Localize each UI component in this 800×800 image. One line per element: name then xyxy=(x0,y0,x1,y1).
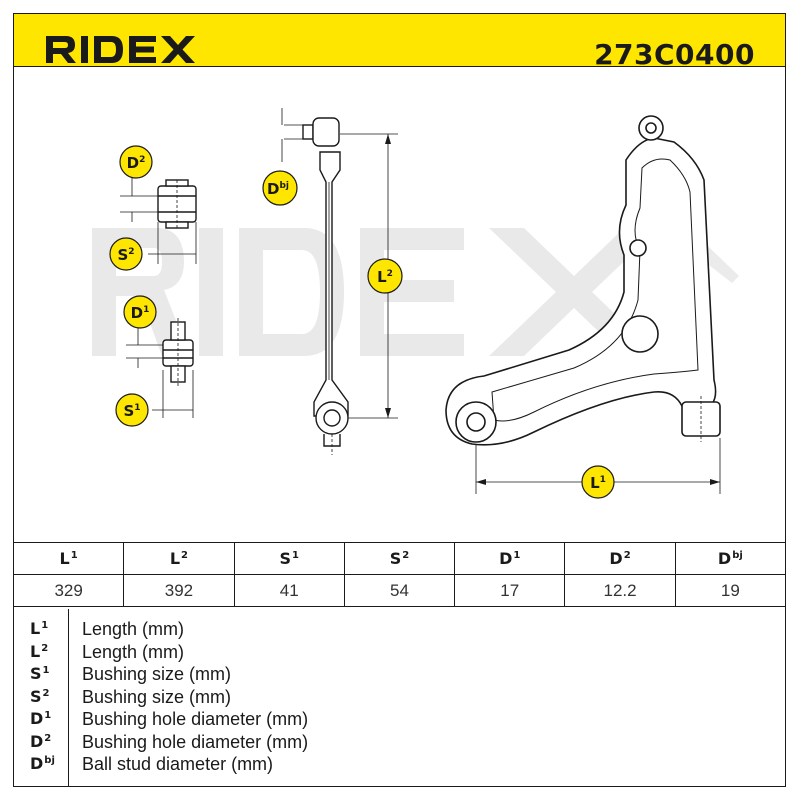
label-d2: D2 xyxy=(119,145,153,179)
part-number: 273C0400 xyxy=(594,38,755,71)
bushing-1-drawing xyxy=(126,318,194,418)
label-d1: D1 xyxy=(123,295,157,329)
label-s1: S1 xyxy=(115,393,149,427)
control-arm-drawing xyxy=(445,115,721,494)
legend-row: D2 Bushing hole diameter (mm) xyxy=(13,732,786,754)
legend-symbol: L1 xyxy=(30,619,49,638)
legend: L1 Length (mm) L2 Length (mm) S1 Bushing… xyxy=(13,609,786,787)
col-header-l2: L2 xyxy=(123,542,235,575)
bushing-2-drawing xyxy=(120,176,197,264)
legend-symbol: Dbj xyxy=(30,754,55,773)
svg-text:L1: L1 xyxy=(590,474,606,492)
legend-row: D1 Bushing hole diameter (mm) xyxy=(13,709,786,731)
col-header-s2: S2 xyxy=(343,542,456,575)
legend-description: Bushing size (mm) xyxy=(82,664,232,684)
spec-table: L1 L2 S1 S2 D1 D2 Dbj 329 392 41 54 17 1… xyxy=(12,542,787,607)
label-l1: L1 xyxy=(581,465,615,499)
value-dbj: 19 xyxy=(674,574,787,607)
spec-header-row: L1 L2 S1 S2 D1 D2 Dbj xyxy=(12,542,787,575)
svg-text:D2: D2 xyxy=(127,154,146,172)
technical-drawing: D2 S2 D1 S1 Dbj L2 L1 xyxy=(92,108,739,499)
legend-row: S1 Bushing size (mm) xyxy=(13,664,786,686)
legend-description: Bushing hole diameter (mm) xyxy=(82,732,309,752)
label-l2: L2 xyxy=(367,258,403,294)
legend-row: Dbj Ball stud diameter (mm) xyxy=(13,754,786,776)
legend-symbol: S1 xyxy=(30,664,50,683)
legend-row: L1 Length (mm) xyxy=(13,619,786,641)
svg-text:Dbj: Dbj xyxy=(267,180,289,198)
value-s2: 54 xyxy=(343,574,456,607)
legend-description: Bushing hole diameter (mm) xyxy=(82,709,309,729)
value-d2: 12.2 xyxy=(564,574,676,607)
col-header-d1: D1 xyxy=(454,542,566,575)
legend-row: S2 Bushing size (mm) xyxy=(13,687,786,709)
legend-description: Length (mm) xyxy=(82,619,185,639)
col-header-s1: S1 xyxy=(233,542,345,575)
spec-value-row: 329 392 41 54 17 12.2 19 xyxy=(12,574,787,607)
legend-divider xyxy=(68,609,69,787)
value-l2: 392 xyxy=(123,574,235,607)
col-header-d2: D2 xyxy=(564,542,676,575)
value-d1: 17 xyxy=(454,574,566,607)
label-dbj: Dbj xyxy=(262,170,298,206)
ridex-logo xyxy=(46,36,195,63)
legend-description: Bushing size (mm) xyxy=(82,687,232,707)
value-l1: 329 xyxy=(12,574,125,607)
legend-symbol: S2 xyxy=(30,687,50,706)
col-header-l1: L1 xyxy=(12,542,125,575)
svg-text:S1: S1 xyxy=(123,402,140,420)
legend-symbol: D2 xyxy=(30,732,52,751)
link-arm-drawing xyxy=(281,108,398,455)
legend-row: L2 Length (mm) xyxy=(13,642,786,664)
svg-text:L2: L2 xyxy=(377,268,393,286)
svg-text:S2: S2 xyxy=(117,246,134,264)
legend-description: Length (mm) xyxy=(82,642,185,662)
col-header-dbj: Dbj xyxy=(674,542,787,575)
svg-text:D1: D1 xyxy=(131,304,150,322)
legend-symbol: D1 xyxy=(30,709,52,728)
header-bar: 273C0400 xyxy=(13,13,786,71)
value-s1: 41 xyxy=(233,574,345,607)
legend-description: Ball stud diameter (mm) xyxy=(82,754,274,774)
label-s2: S2 xyxy=(109,237,143,271)
legend-symbol: L2 xyxy=(30,642,49,661)
